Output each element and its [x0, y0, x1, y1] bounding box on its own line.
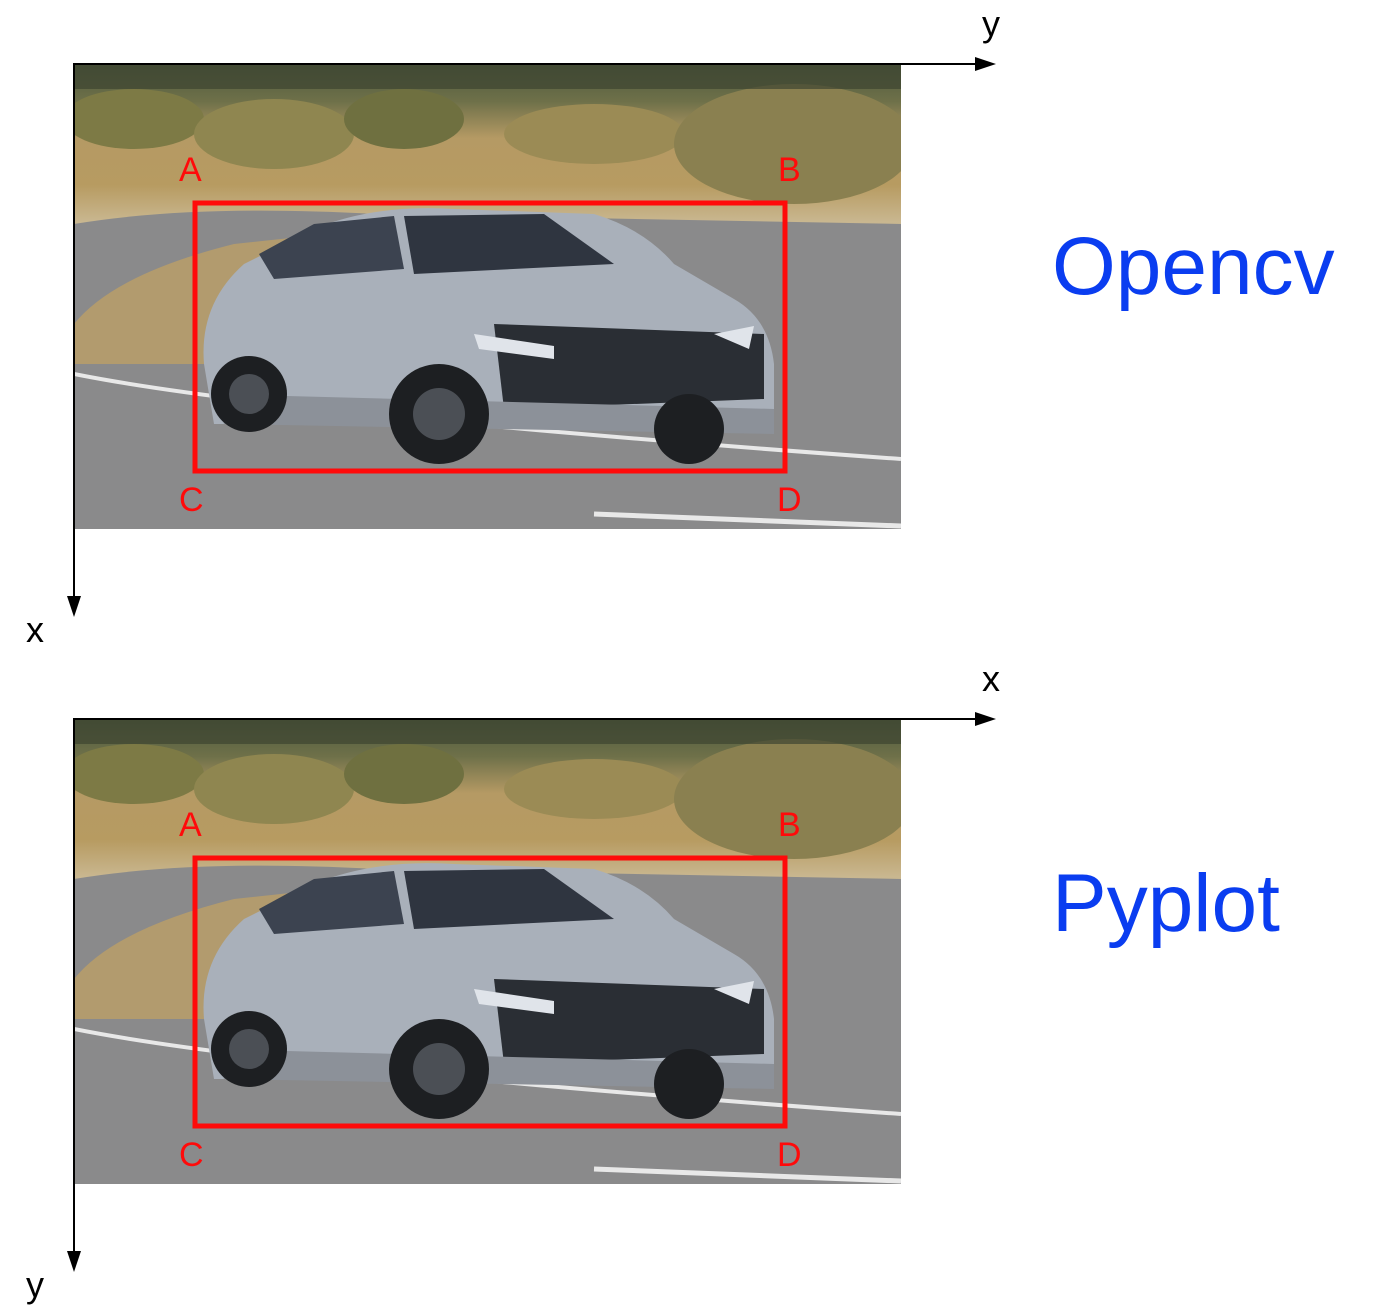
opencv-panel: y x A B C D Opencv: [26, 3, 1335, 650]
horizontal-axis-arrowhead: [975, 712, 996, 726]
pyplot-panel: x y A B C D Pyplot: [0, 655, 1376, 1313]
corner-label-b: B: [778, 151, 801, 189]
vertical-axis-label: y: [26, 1264, 44, 1305]
corner-label-c: C: [179, 1136, 204, 1174]
corner-label-a: A: [179, 151, 202, 189]
vertical-axis-label: x: [26, 609, 44, 650]
corner-label-d: D: [777, 1136, 802, 1174]
vertical-axis-arrowhead: [67, 1251, 81, 1272]
corner-label-d: D: [777, 481, 802, 519]
corner-label-c: C: [179, 481, 204, 519]
bounding-box: [192, 200, 788, 474]
car-photo: [74, 64, 901, 529]
axes-overlay: [67, 57, 996, 617]
axes-overlay: [67, 712, 996, 1272]
corner-label-a: A: [179, 806, 202, 844]
vertical-axis-arrowhead: [67, 596, 81, 617]
horizontal-axis-label: y: [982, 3, 1000, 44]
bounding-box: [192, 855, 788, 1129]
car-photo: [74, 719, 901, 1184]
horizontal-axis-label: x: [982, 658, 1000, 699]
corner-label-b: B: [778, 806, 801, 844]
panel-title: Pyplot: [1052, 858, 1280, 949]
horizontal-axis-arrowhead: [975, 57, 996, 71]
car-photo-drawing: [74, 64, 901, 529]
car-photo-drawing: [74, 719, 901, 1184]
panel-title: Opencv: [1052, 221, 1335, 312]
